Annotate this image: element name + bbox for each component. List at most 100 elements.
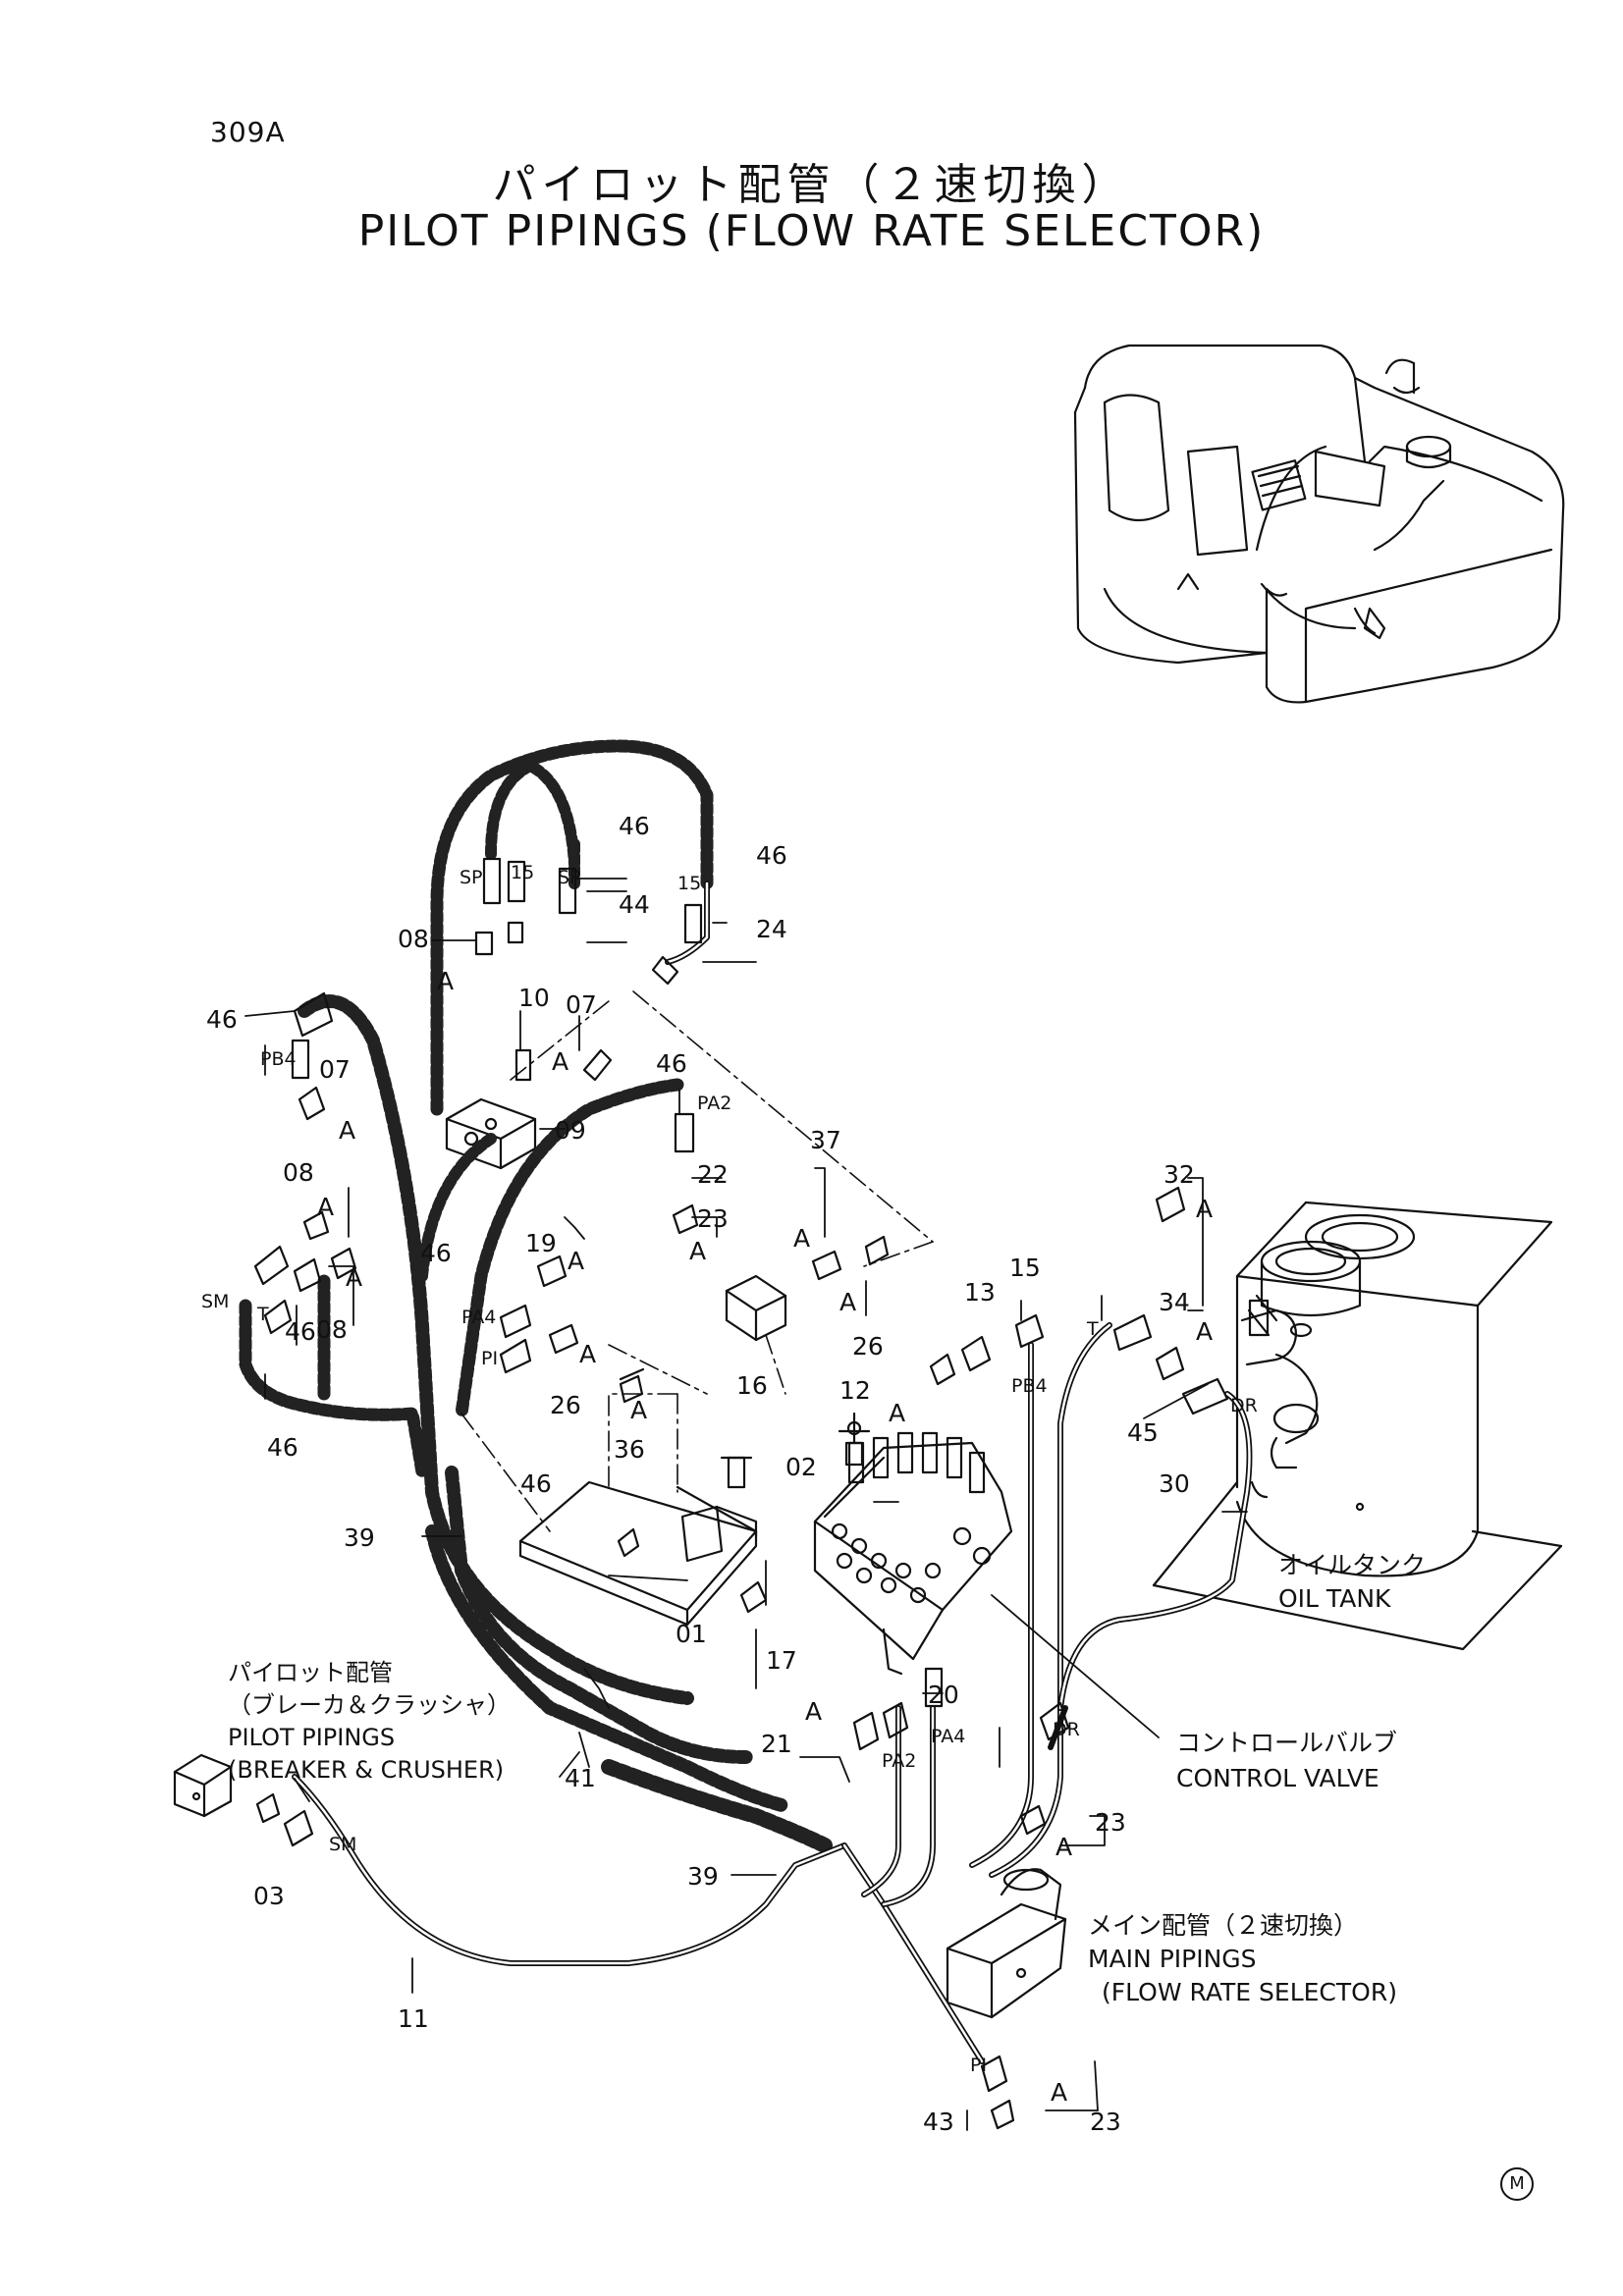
part-39-label: 39	[687, 1862, 719, 1891]
part-46-label: 46	[420, 1239, 452, 1267]
ref-a-mark: A	[1196, 1195, 1213, 1223]
part-30-label: 30	[1159, 1469, 1190, 1498]
part-15-label: 15	[511, 862, 534, 883]
control-valve-caption: コントロールバルブ CONTROL VALVE	[1176, 1726, 1397, 1796]
part-46-label: 46	[520, 1469, 552, 1498]
port-t-label: T	[1086, 1318, 1099, 1340]
part-12-label: 12	[839, 1376, 871, 1405]
part-46-label: 46	[656, 1049, 687, 1078]
oil-tank-caption-en: OIL TANK	[1278, 1584, 1391, 1613]
ref-a-mark: A	[1196, 1317, 1213, 1346]
part-24-label: 24	[756, 915, 787, 943]
part-08-label: 08	[398, 925, 429, 953]
oil-tank-illustration	[1152, 1201, 1563, 1651]
ref-a-mark: A	[1055, 1833, 1072, 1861]
port-pb4-label: PB4	[1011, 1375, 1048, 1397]
ref-a-mark: A	[839, 1288, 856, 1316]
main-piping-caption-en1: MAIN PIPINGS	[1088, 1945, 1257, 1973]
part-46-label: 46	[206, 1005, 238, 1034]
part-23-label: 23	[1090, 2108, 1121, 2136]
part-01-label: 01	[676, 1620, 707, 1648]
part-07-label: 07	[566, 990, 597, 1019]
block-16	[725, 1274, 787, 1342]
reference-mark-labels: A A A A A A A A A A A A A A A A A	[317, 967, 1213, 2107]
part-34-label: 34	[1159, 1288, 1190, 1316]
main-piping-caption-en2: (FLOW RATE SELECTOR)	[1102, 1978, 1397, 2006]
part-23-label: 23	[1095, 1808, 1126, 1837]
part-08-label: 08	[316, 1315, 348, 1344]
port-sm-label: SM	[201, 1291, 229, 1312]
part-07-label: 07	[319, 1055, 351, 1084]
ref-a-mark: A	[579, 1340, 596, 1368]
port-dr-label: DR	[1053, 1719, 1080, 1740]
pilot-breaker-caption-en2: (BREAKER & CRUSHER)	[228, 1756, 505, 1784]
port-sp-label: SP	[558, 867, 581, 888]
pilot-breaker-caption-jp2: （ブレーカ＆クラッシャ）	[228, 1691, 511, 1719]
part-32-label: 32	[1163, 1160, 1195, 1189]
part-11-label: 11	[398, 2004, 429, 2033]
part-46-label: 46	[756, 841, 787, 870]
part-02-label: 02	[785, 1453, 817, 1481]
fittings	[253, 857, 1229, 2130]
part-13-label: 13	[964, 1278, 996, 1307]
part-23-label: 23	[697, 1204, 729, 1233]
control-valve-caption-jp: コントロールバルブ	[1176, 1729, 1398, 1757]
part-21-label: 21	[761, 1730, 792, 1758]
pilot-breaker-caption-jp1: パイロット配管	[228, 1659, 393, 1686]
part-08-label: 08	[283, 1158, 314, 1187]
part-15-label: 15	[1009, 1254, 1041, 1282]
part-22-label: 22	[697, 1160, 729, 1189]
port-pb4-label: PB4	[260, 1048, 297, 1070]
ref-a-mark: A	[346, 1263, 362, 1292]
port-t-label: T	[256, 1304, 269, 1325]
part-46-label: 46	[285, 1317, 316, 1346]
part-17-label: 17	[766, 1646, 797, 1675]
part-44-label: 44	[619, 890, 650, 919]
ref-a-mark: A	[1051, 2078, 1067, 2107]
part-37-label: 37	[810, 1126, 841, 1154]
title-japanese: パイロット配管（２速切換）	[492, 160, 1131, 210]
port-pa2-label: PA2	[697, 1093, 731, 1114]
port-pa4-label: PA4	[461, 1307, 496, 1328]
oil-tank-caption: オイルタンク OIL TANK	[1278, 1549, 1426, 1616]
port-pa2-label: PA2	[882, 1750, 916, 1772]
ref-a-mark: A	[689, 1237, 706, 1265]
ref-a-mark: A	[568, 1247, 584, 1275]
ref-a-mark: A	[889, 1399, 905, 1427]
part-09-label: 09	[555, 1116, 586, 1145]
port-labels: SP SP PB4 PB4 PA2 PA2 PA4 PA4 PI PI SM S…	[201, 867, 1258, 2076]
port-pi-label: PI	[481, 1348, 498, 1369]
port-sm-label: SM	[329, 1834, 356, 1855]
part-41-label: 41	[565, 1764, 596, 1792]
page-number: 309A	[210, 116, 286, 148]
ref-a-mark: A	[805, 1697, 822, 1726]
pilot-breaker-caption-en1: PILOT PIPINGS	[228, 1724, 396, 1751]
port-pa4-label: PA4	[931, 1726, 965, 1747]
control-valve-illustration	[813, 1412, 1013, 1676]
reference-lines	[460, 990, 934, 1532]
mounting-plate-01	[518, 1480, 758, 1627]
ref-a-mark: A	[317, 1193, 334, 1221]
part-16-label: 16	[736, 1371, 768, 1400]
excavator-overview-illustration	[1073, 344, 1565, 704]
flow-rate-selector-valve	[946, 1868, 1067, 2019]
port-sp-label: SP	[460, 867, 483, 888]
part-36-label: 36	[614, 1435, 645, 1464]
part-19-label: 19	[525, 1229, 557, 1257]
part-46-label: 46	[619, 812, 650, 840]
part-39-label: 39	[344, 1523, 375, 1552]
port-pi-label: PI	[970, 2055, 987, 2076]
part-26-label: 26	[852, 1332, 884, 1361]
main-piping-caption: メイン配管（２速切換） MAIN PIPINGS (FLOW RATE SELE…	[1088, 1909, 1397, 2009]
part-10-label: 10	[518, 984, 550, 1012]
oil-tank-caption-jp: オイルタンク	[1278, 1551, 1427, 1579]
ref-a-mark: A	[552, 1047, 568, 1076]
part-43-label: 43	[923, 2108, 954, 2136]
part-20-label: 20	[928, 1681, 959, 1709]
ref-a-mark: A	[339, 1116, 355, 1145]
part-03-label: 03	[253, 1882, 285, 1910]
part-45-label: 45	[1127, 1418, 1159, 1447]
part-number-labels: 46 46 44 24 08 10 07 46 07 09 46 22 23 3…	[206, 812, 1195, 2136]
